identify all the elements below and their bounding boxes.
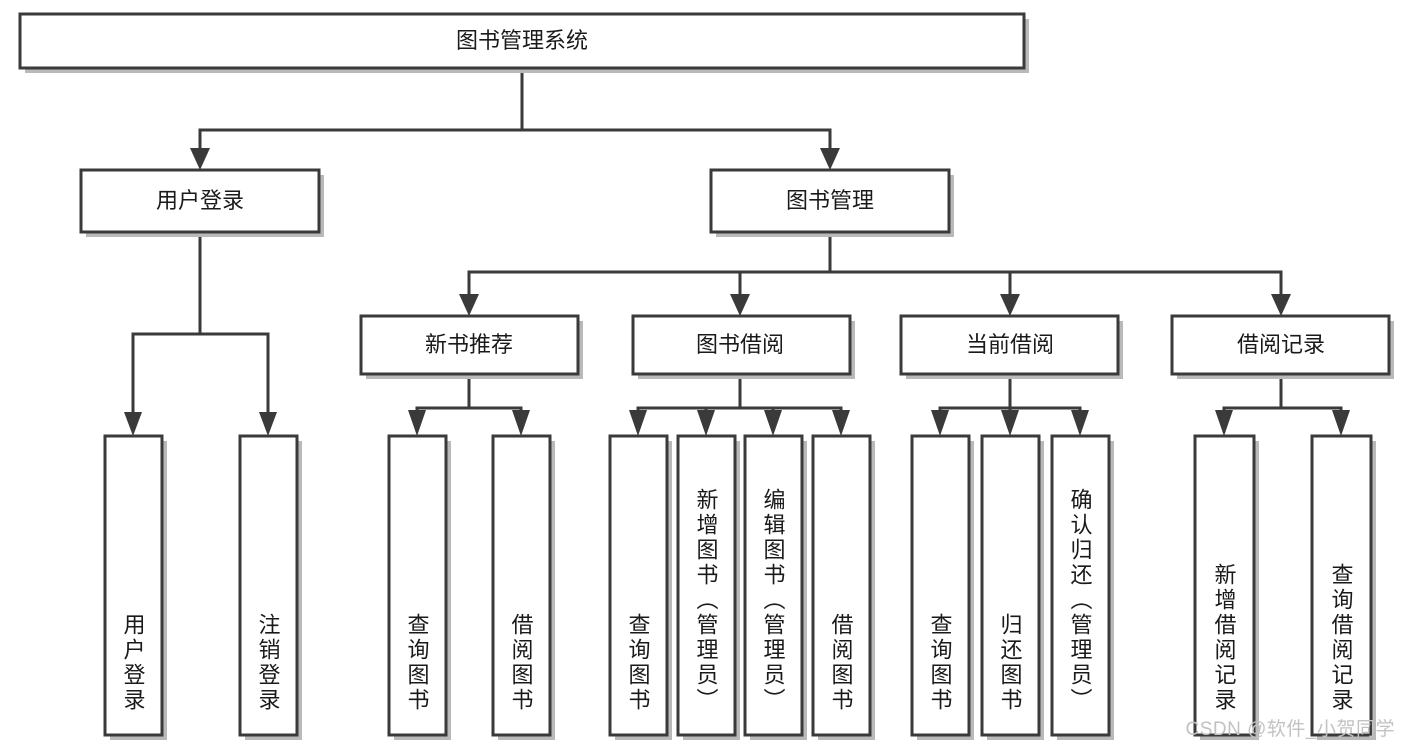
leaf-current-borrow-1[interactable]: 查询图书 [910,434,974,740]
leaf-book-borrow-3-box [743,434,804,737]
node-book-manage-box [709,168,951,234]
node-book-borrow-label: 图书借阅 [696,332,784,357]
leaf-user-login-2-box [238,434,299,737]
leaf-user-login-2[interactable]: 注销登录 [238,434,302,740]
node-borrow-record-box [1170,314,1391,376]
arrow-leaf-br-1 [1215,410,1233,436]
leaf-borrow-record-2-box [1310,434,1373,737]
leaf-book-borrow-4-label: 借阅图书 [829,613,854,713]
arrow-leaf-bb-2 [697,410,715,436]
arrow-leaf-cb-3 [1071,410,1089,436]
arrow-leaf-nb-2 [512,410,530,436]
leaf-book-borrow-3-label: 编辑图书（管理员） [761,488,786,713]
node-root[interactable]: 图书管理系统 [18,12,1029,73]
arrow-to-book-manage [820,148,840,170]
leaf-book-borrow-4[interactable]: 借阅图书 [811,434,875,740]
arrow-to-current-borrow [1000,294,1020,316]
leaf-book-borrow-1-label: 查询图书 [626,613,651,713]
leaf-borrow-record-2-label: 查询借阅记录 [1329,563,1354,713]
leaf-book-borrow-4-box [811,434,872,737]
node-user-login-label: 用户登录 [156,188,244,213]
leaf-borrow-record-1-label: 新增借阅记录 [1212,563,1237,713]
leaf-user-login-1-label: 用户登录 [121,613,146,713]
arrow-leaf-bb-3 [764,410,782,436]
leaf-current-borrow-1-box [910,434,971,737]
arrow-to-book-borrow [730,294,750,316]
node-book-borrow-box [631,314,852,376]
leaf-user-login-2-label: 注销登录 [256,613,281,713]
node-user-login[interactable]: 用户登录 [79,168,324,237]
leaf-book-borrow-2[interactable]: 新增图书（管理员） [676,434,740,740]
node-new-book-rec-label: 新书推荐 [425,332,513,357]
node-root-box [18,12,1026,70]
leaf-book-borrow-1-box [608,434,669,737]
node-new-book-rec[interactable]: 新书推荐 [359,314,583,379]
leaf-borrow-record-1-box [1193,434,1256,737]
arrow-leaf-nb-1 [408,410,426,436]
arrow-to-user-login [190,148,210,170]
leaf-new-book-1[interactable]: 查询图书 [387,434,451,740]
leaf-new-book-1-box [387,434,448,737]
nodes-layer: 图书管理系统 用户登录 图书管理 新书推荐 图书 [18,12,1394,740]
leaf-new-book-2-box [491,434,552,737]
arrow-leaf-user-login [124,412,142,436]
leaf-current-borrow-2-label: 归还图书 [998,613,1023,713]
leaf-new-book-1-label: 查询图书 [405,613,430,713]
leaf-borrow-record-1[interactable]: 新增借阅记录 [1193,434,1259,740]
leaf-book-borrow-2-label: 新增图书（管理员） [694,488,719,713]
arrow-leaf-logout [259,412,277,436]
node-current-borrow-label: 当前借阅 [966,332,1054,357]
leaf-user-login-1[interactable]: 用户登录 [103,434,167,740]
node-borrow-record[interactable]: 借阅记录 [1170,314,1394,379]
node-user-login-box [79,168,321,234]
node-book-manage[interactable]: 图书管理 [709,168,954,237]
leaf-user-login-1-box [103,434,164,737]
arrow-leaf-cb-1 [931,410,949,436]
leaf-borrow-record-2[interactable]: 查询借阅记录 [1310,434,1376,740]
arrow-to-new-book [459,294,479,316]
leaf-current-borrow-3-label: 确认归还（管理员） [1068,488,1093,713]
node-book-borrow[interactable]: 图书借阅 [631,314,855,379]
leaf-book-borrow-2-box [676,434,737,737]
leaf-current-borrow-3[interactable]: 确认归还（管理员） [1050,434,1114,740]
leaf-new-book-2[interactable]: 借阅图书 [491,434,555,740]
leaf-current-borrow-2[interactable]: 归还图书 [980,434,1044,740]
arrow-to-borrow-record [1271,294,1291,316]
leaf-current-borrow-3-box [1050,434,1111,737]
leaf-current-borrow-2-box [980,434,1041,737]
node-new-book-rec-box [359,314,580,376]
edges-layer [124,66,1350,436]
node-book-manage-label: 图书管理 [786,188,874,213]
arrow-leaf-bb-4 [832,410,850,436]
leaf-book-borrow-1[interactable]: 查询图书 [608,434,672,740]
arrow-leaf-bb-1 [629,410,647,436]
node-current-borrow[interactable]: 当前借阅 [899,314,1123,379]
node-borrow-record-label: 借阅记录 [1237,332,1325,357]
arrow-leaf-cb-2 [1001,410,1019,436]
leaf-book-borrow-3[interactable]: 编辑图书（管理员） [743,434,807,740]
node-root-label: 图书管理系统 [456,28,588,53]
leaf-current-borrow-1-label: 查询图书 [928,613,953,713]
node-current-borrow-box [899,314,1120,376]
leaf-new-book-2-label: 借阅图书 [509,613,534,713]
arrow-leaf-br-2 [1332,410,1350,436]
